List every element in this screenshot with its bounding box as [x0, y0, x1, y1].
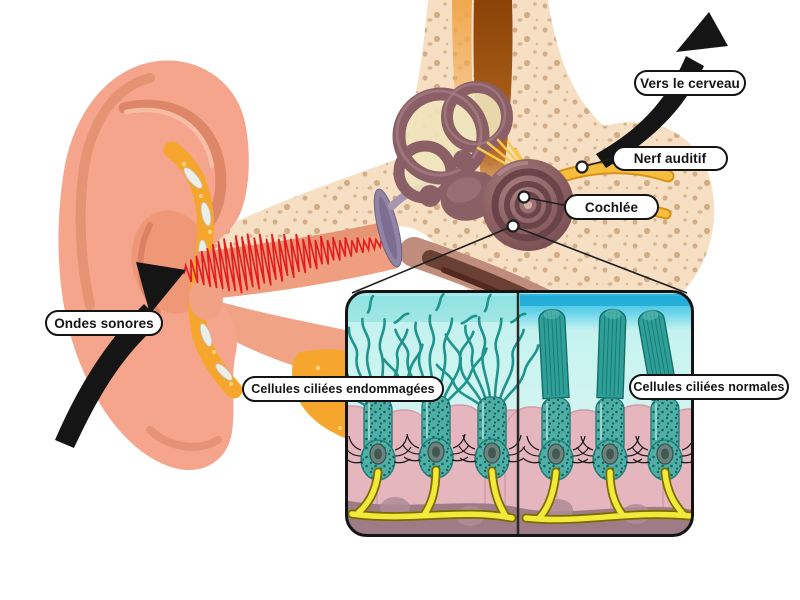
label-cellules-ciliees-normales: Cellules ciliées normales	[629, 374, 789, 400]
label-cochlee: Cochlée	[564, 194, 659, 220]
semicircular-canals	[392, 81, 513, 221]
label-nerf-auditif: Nerf auditif	[612, 146, 728, 171]
sound-waves-arrow	[55, 262, 186, 448]
inset-border	[345, 290, 694, 537]
connector-dots	[506, 160, 589, 233]
label-cellules-ciliees-endommagees: Cellules ciliées endommagées	[242, 376, 444, 402]
nerve-fibers	[347, 465, 693, 524]
tragus	[189, 276, 223, 320]
label-vers-le-cerveau: Vers le cerveau	[634, 70, 746, 96]
hair-cells-inset-panel	[345, 290, 694, 537]
label-ondes-sonores: Ondes sonores	[45, 310, 163, 336]
sound-wave	[183, 233, 395, 294]
